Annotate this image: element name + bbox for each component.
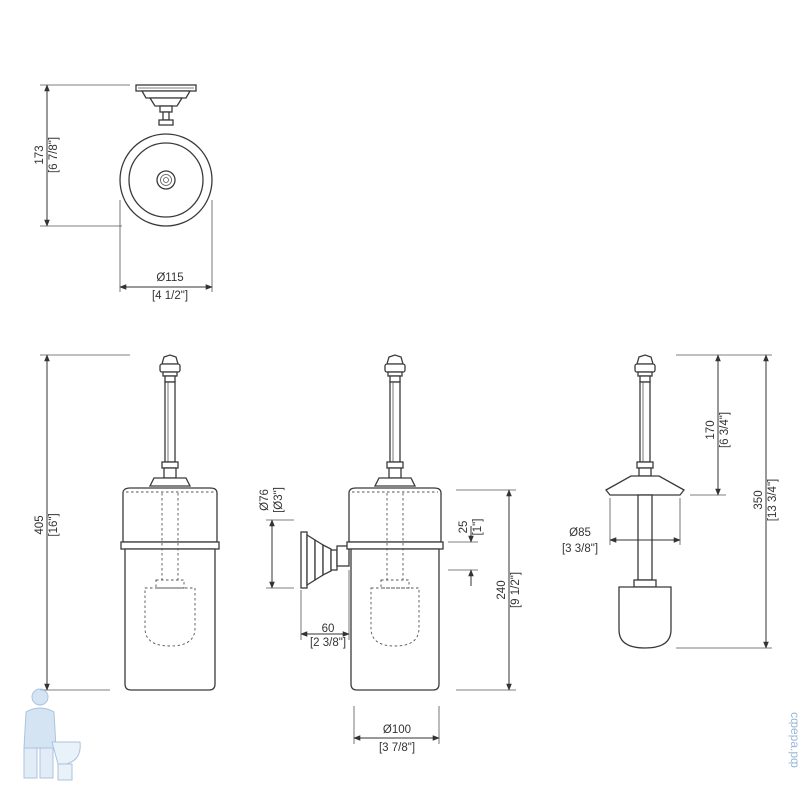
front-cup-band xyxy=(120,541,220,550)
side-wall-plate xyxy=(300,531,308,589)
collar-mm: 25 xyxy=(458,521,470,534)
front-glass-jar xyxy=(124,548,216,691)
brush-total-in: [13 3/4"] xyxy=(767,479,779,521)
front-lid xyxy=(148,477,192,487)
top-diameter-in: [4 1/2"] xyxy=(152,290,188,302)
brush-handle-mm: 170 xyxy=(705,420,717,439)
watermark-text: сфера.рф xyxy=(788,712,798,768)
wall-plate-mm: Ø76 xyxy=(259,489,271,511)
wall-plate-in: [Ø3"] xyxy=(273,487,285,513)
top-diameter-mm: Ø115 xyxy=(156,272,183,284)
side-finial xyxy=(386,354,404,365)
brush-stem xyxy=(637,494,653,581)
holder-height-in: [9 1/2"] xyxy=(510,572,522,608)
top-view: 173 [6 7/8"] Ø115 [4 1/2"] xyxy=(34,84,213,302)
front-hidden-brush-head xyxy=(144,587,196,647)
lid-diameter-in: [3 3/8"] xyxy=(562,543,598,555)
side-lid xyxy=(373,477,417,487)
side-handle xyxy=(389,381,401,463)
cup-diameter-in: [3 7/8"] xyxy=(379,742,415,754)
brush-total-mm: 350 xyxy=(753,490,765,509)
brush-handle xyxy=(639,381,651,463)
lid-diameter-mm: Ø85 xyxy=(569,527,591,539)
side-cup-upper xyxy=(348,487,442,543)
brush-finial xyxy=(636,354,654,365)
front-finial xyxy=(161,354,179,365)
front-view: 405 [16"] xyxy=(34,354,220,691)
brush-handle-in: [6 3/4"] xyxy=(719,412,731,448)
front-height-mm: 405 xyxy=(34,515,46,534)
top-knob-rosette xyxy=(156,170,176,190)
side-glass-jar xyxy=(350,548,440,691)
front-height-in: [16"] xyxy=(48,513,60,536)
watermark: сфера.рф xyxy=(788,712,798,768)
top-plate-base xyxy=(140,90,192,99)
top-height-in: [6 7/8"] xyxy=(48,137,60,173)
top-collar xyxy=(158,119,174,126)
side-view: Ø76 [Ø3"] 60 [2 3/8"] 25 [1"] 240 [9 1/2… xyxy=(259,354,522,754)
projection-mm: 60 xyxy=(322,623,335,635)
brush-head xyxy=(618,586,672,649)
side-arm xyxy=(336,545,350,567)
front-cup-upper xyxy=(122,487,218,543)
cup-diameter-mm: Ø100 xyxy=(383,724,411,736)
top-height-mm: 173 xyxy=(34,145,46,164)
collar-in: [1"] xyxy=(472,519,484,536)
plumber-with-toilet-icon xyxy=(23,688,81,781)
holder-height-mm: 240 xyxy=(496,580,508,599)
front-handle xyxy=(164,381,176,463)
brush-lid-disc xyxy=(605,475,685,496)
side-hidden-brush-head xyxy=(370,587,420,647)
projection-in: [2 3/8"] xyxy=(310,637,346,649)
side-cup-band xyxy=(346,541,444,550)
brush-view: 170 [6 3/4"] 350 [13 3/4"] Ø85 [3 3/8"] xyxy=(562,354,779,649)
